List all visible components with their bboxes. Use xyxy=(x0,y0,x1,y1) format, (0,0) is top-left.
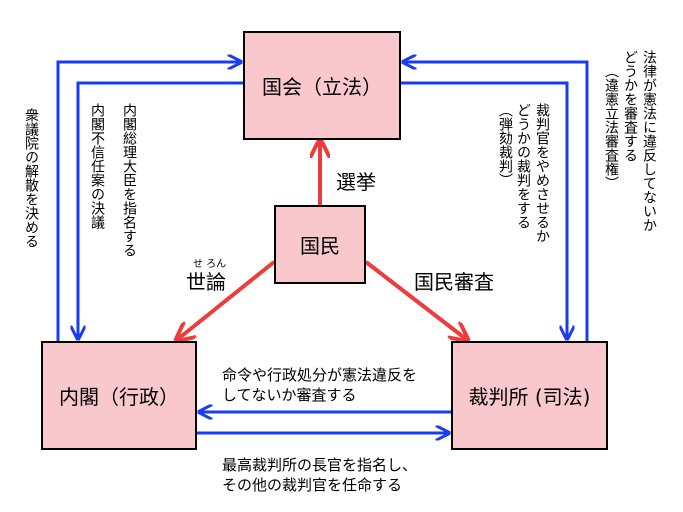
node-kokkai-label: 国会（立法） xyxy=(262,75,382,99)
label-dangai-line3: （弾劾裁判） xyxy=(497,103,513,187)
node-kokkai: 国会（立法） xyxy=(243,31,401,140)
label-iken-line1: 法律が憲法に違反してないか xyxy=(641,50,657,232)
arrow-naikaku-to-kokkai xyxy=(56,62,241,341)
label-saikou-line1: 最高裁判所の長官を指名し、 xyxy=(222,456,418,474)
label-kokumin-shinsa: 国民審査 xyxy=(414,270,494,294)
arrow-kokumin-to-naikaku xyxy=(178,260,276,339)
label-meirei-line1: 命令や行政処分が憲法違反を xyxy=(222,366,418,384)
node-saibansho: 裁判所 (司法) xyxy=(451,341,608,450)
label-yoron-ruby: せ ろん xyxy=(193,259,227,270)
label-dangai-line1: 裁判官をやめさせるか xyxy=(534,103,550,243)
label-senkyo: 選挙 xyxy=(336,170,376,194)
arrow-kokkai-to-saibansho xyxy=(401,81,567,339)
node-naikaku: 内閣（行政） xyxy=(41,341,197,450)
label-dangai-line2: どうかの裁判をする xyxy=(515,103,531,229)
label-iken-line2: どうかを審査する xyxy=(622,50,638,162)
label-iken-line3: （違憲立法審査権） xyxy=(603,64,619,190)
node-kokumin: 国民 xyxy=(274,205,366,284)
arrow-kokkai-to-naikaku xyxy=(78,81,243,339)
label-shugiin-kaisan: 衆議院の解散を決める xyxy=(23,108,39,248)
label-naikaku-fushinnin: 内閣不信任案の決議 xyxy=(89,103,105,229)
label-meirei-line2: してないか審査する xyxy=(222,386,357,404)
node-kokumin-label: 国民 xyxy=(300,234,340,258)
node-naikaku-label: 内閣（行政） xyxy=(59,385,179,409)
label-saikou-line2: その他の裁判官を任命する xyxy=(222,476,403,494)
node-saibansho-label: 裁判所 (司法) xyxy=(468,385,591,409)
label-yoron: 世論 xyxy=(186,270,226,294)
arrow-kokumin-to-saibansho xyxy=(364,260,466,339)
label-naikaku-sori: 内閣総理大臣を指名する xyxy=(121,103,137,257)
arrow-saibansho-to-kokkai xyxy=(403,62,589,341)
